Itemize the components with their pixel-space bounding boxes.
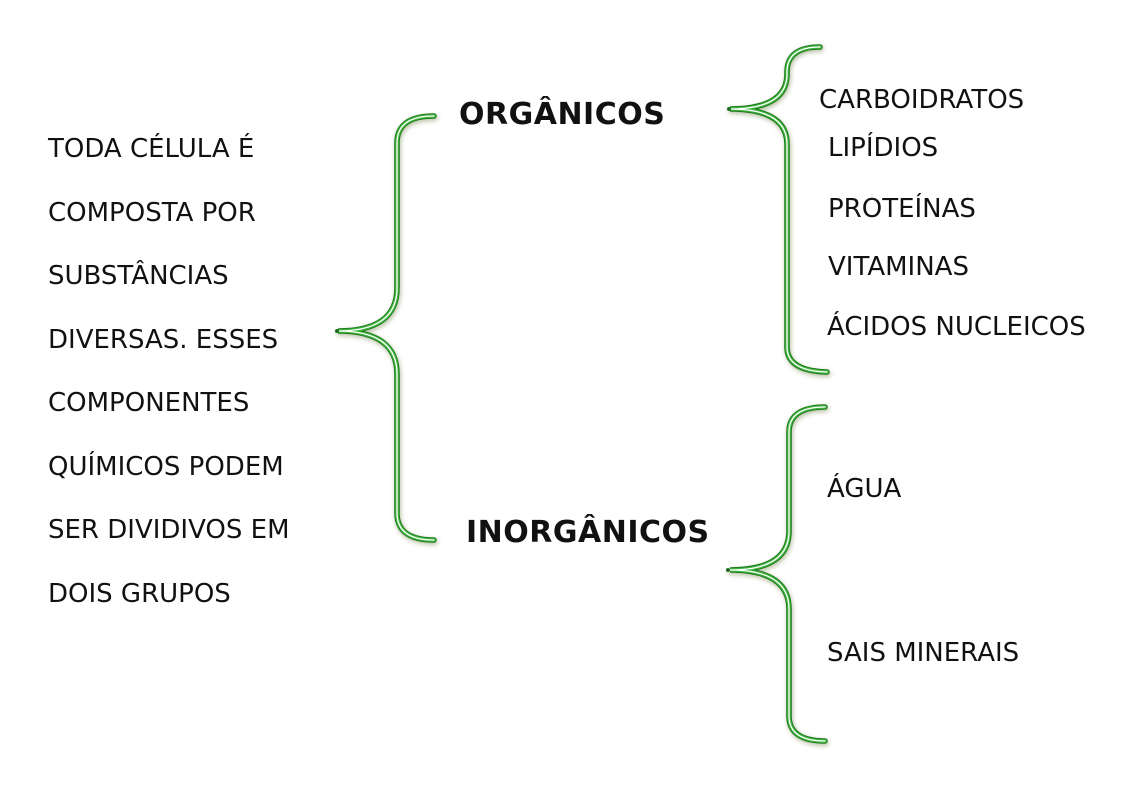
organic-item-proteinas: PROTEÍNAS xyxy=(828,194,976,224)
intro-line-5: COMPONENTES xyxy=(48,388,250,418)
inorganic-item-sais-minerais: SAIS MINERAIS xyxy=(827,638,1020,668)
organic-item-lipidios: LIPÍDIOS xyxy=(828,133,939,163)
group-label-inorganicos: INORGÂNICOS xyxy=(466,515,710,550)
intro-line-4: DIVERSAS. ESSES xyxy=(48,324,279,355)
main-brace xyxy=(335,116,434,540)
inorganicos-brace-tip-dot xyxy=(726,568,730,572)
organicos-brace xyxy=(727,47,827,372)
intro-line-6: QUÍMICOS PODEM xyxy=(48,451,284,482)
intro-text-block: TODA CÉLULA É COMPOSTA POR SUBSTÂNCIAS D… xyxy=(48,118,290,626)
intro-line-8: DOIS GRUPOS xyxy=(48,578,231,609)
intro-line-3: SUBSTÂNCIAS xyxy=(48,261,229,291)
intro-line-7: SER DIVIDIVOS EM xyxy=(48,515,290,545)
intro-line-1: TODA CÉLULA É xyxy=(48,134,255,164)
inorganic-item-agua: ÁGUA xyxy=(827,474,902,504)
group-label-organicos: ORGÂNICOS xyxy=(459,97,666,132)
organic-item-vitaminas: VITAMINAS xyxy=(828,252,969,282)
intro-line-2: COMPOSTA POR xyxy=(48,197,256,228)
main-brace-tip-dot xyxy=(335,329,339,333)
organic-item-carboidratos: CARBOIDRATOS xyxy=(819,85,1025,115)
organicos-brace-tip-dot xyxy=(727,107,731,111)
organic-item-acidos-nucleicos: ÁCIDOS NUCLEICOS xyxy=(827,312,1086,342)
inorganicos-brace xyxy=(726,407,825,741)
